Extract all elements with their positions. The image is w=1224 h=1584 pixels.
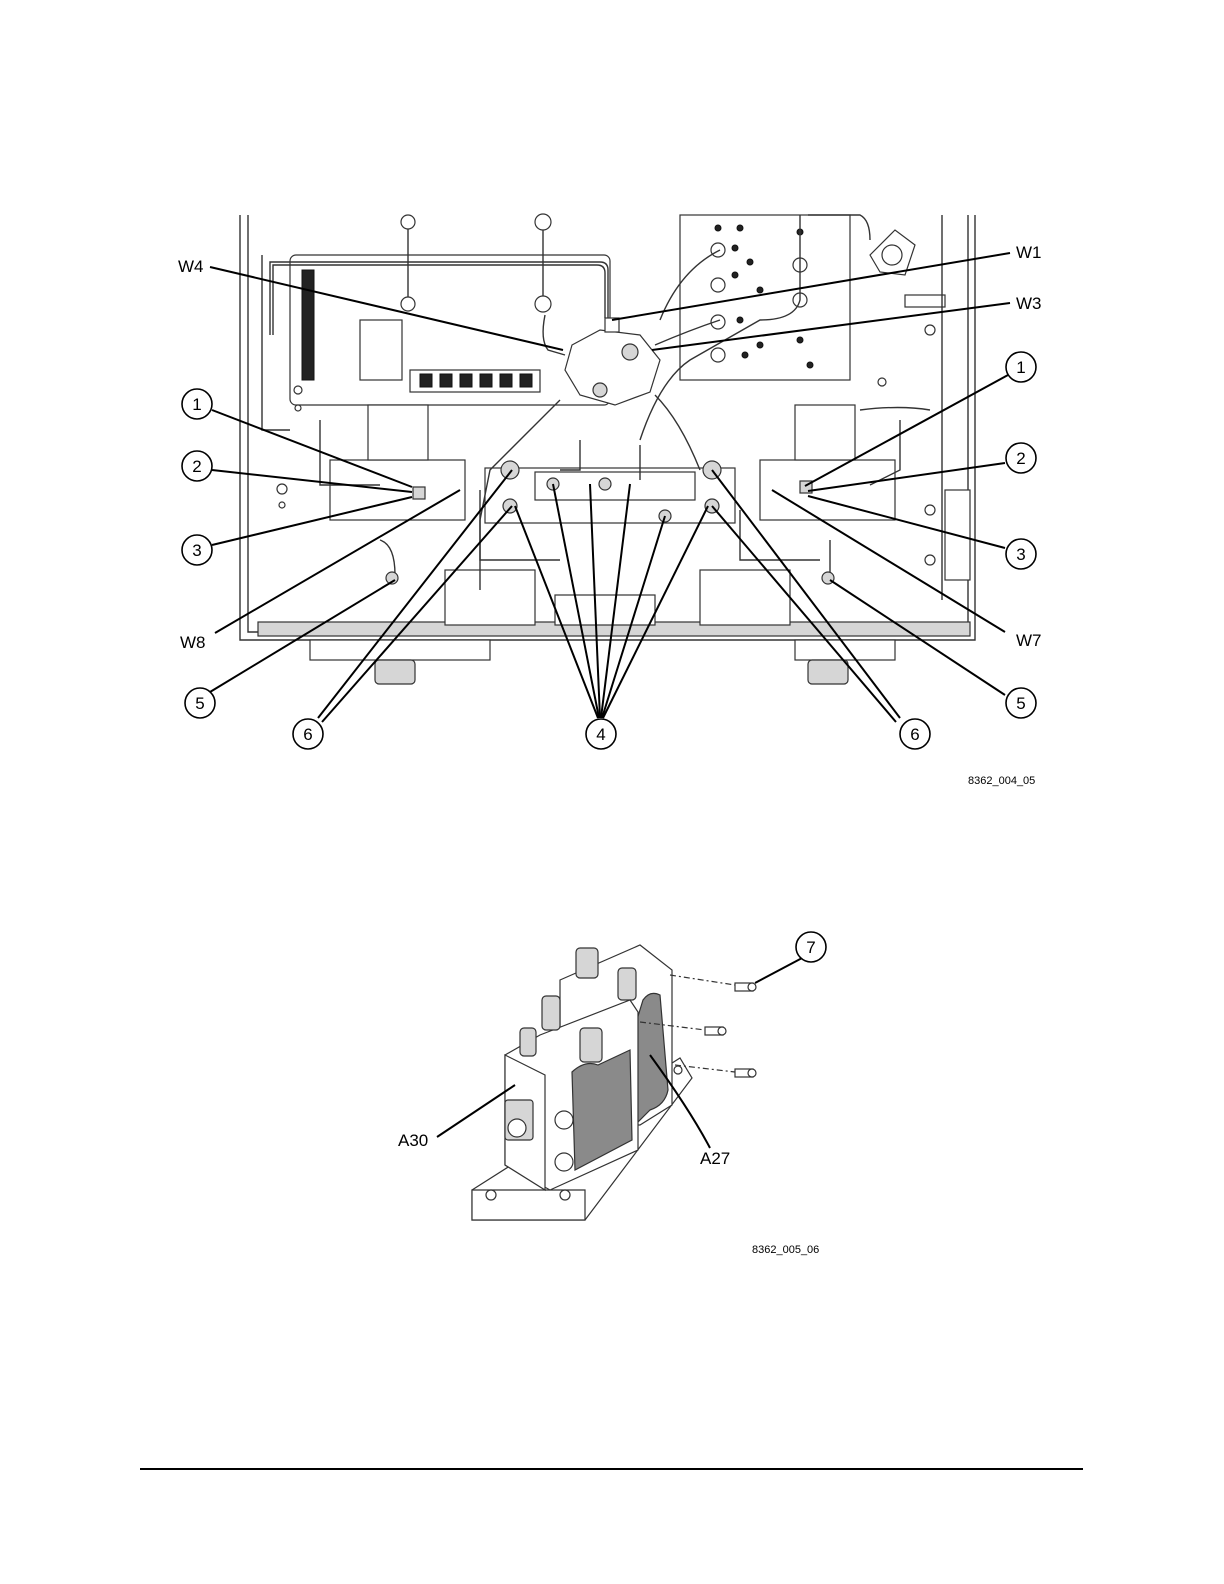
callout-3-right: 3: [1006, 539, 1036, 569]
callout-2-right: 2: [1006, 443, 1036, 473]
callout-6-right: 6: [900, 719, 930, 749]
callout-4: 4: [586, 719, 616, 749]
figure-1-id: 8362_004_05: [968, 775, 1035, 787]
callout-2-left: 2: [182, 451, 212, 481]
svg-text:2: 2: [192, 457, 201, 476]
label-w8: W8: [180, 633, 206, 652]
callout-5-left: 5: [185, 688, 215, 718]
figure-1-callouts: 1 2 3 1 2 3 5 6: [182, 352, 1036, 749]
svg-text:1: 1: [192, 395, 201, 414]
svg-text:5: 5: [195, 694, 204, 713]
label-w3: W3: [1016, 294, 1042, 313]
svg-text:5: 5: [1016, 694, 1025, 713]
figure-2-id: 8362_005_06: [752, 1244, 819, 1256]
callout-7: 7: [796, 932, 826, 962]
figure-2-illustration: [472, 945, 756, 1220]
screw-middle: [705, 1027, 726, 1035]
callout-5-right: 5: [1006, 688, 1036, 718]
svg-text:4: 4: [596, 725, 605, 744]
svg-text:7: 7: [806, 938, 815, 957]
label-w1: W1: [1016, 243, 1042, 262]
screw-top: [735, 983, 756, 991]
svg-text:1: 1: [1016, 358, 1025, 377]
callout-6-left: 6: [293, 719, 323, 749]
svg-text:3: 3: [192, 541, 201, 560]
label-a27: A27: [700, 1149, 730, 1168]
label-w7: W7: [1016, 631, 1042, 650]
callout-1-left: 1: [182, 389, 212, 419]
label-w4: W4: [178, 257, 204, 276]
callout-1-right: 1: [1006, 352, 1036, 382]
svg-text:3: 3: [1016, 545, 1025, 564]
svg-text:2: 2: [1016, 449, 1025, 468]
screw-bottom: [735, 1069, 756, 1077]
svg-text:6: 6: [303, 725, 312, 744]
figure-1-illustration: [240, 214, 975, 684]
label-a30: A30: [398, 1131, 428, 1150]
callout-3-left: 3: [182, 535, 212, 565]
svg-text:6: 6: [910, 725, 919, 744]
